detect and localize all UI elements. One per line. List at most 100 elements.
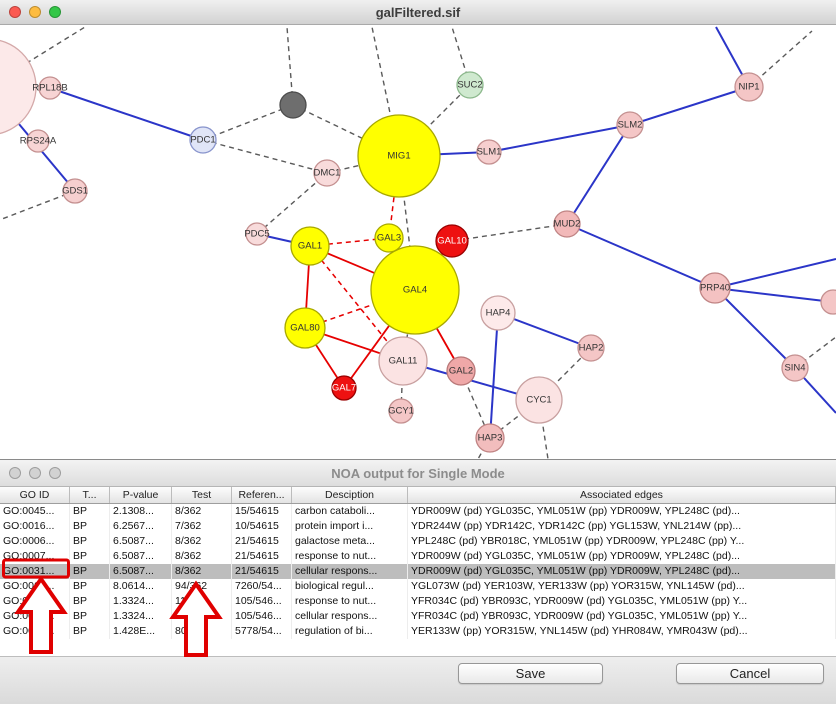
- network-edge[interactable]: [256, 172, 328, 235]
- noa-zoom-button[interactable]: [49, 467, 61, 479]
- column-header[interactable]: Associated edges: [408, 487, 836, 503]
- network-node-CYC1[interactable]: [515, 376, 563, 424]
- network-canvas[interactable]: RPL18BRPS24AGDS1PDC1DMC1MIG1SUC2SLM1SLM2…: [0, 25, 836, 461]
- table-cell: 7260/54...: [232, 579, 292, 594]
- network-node-SIN4[interactable]: [781, 354, 809, 382]
- node-label: PDC5: [244, 229, 269, 240]
- network-node-GAL80[interactable]: [284, 307, 326, 349]
- column-header[interactable]: GO ID: [0, 487, 70, 503]
- network-edge[interactable]: [566, 124, 631, 225]
- node-label: PRP40: [700, 283, 730, 294]
- network-node-GAL10[interactable]: [435, 224, 469, 258]
- network-node-bigleft[interactable]: [0, 39, 37, 135]
- column-header[interactable]: Referen...: [232, 487, 292, 503]
- network-node-PRP40[interactable]: [699, 272, 731, 304]
- network-node-darknode[interactable]: [279, 91, 307, 119]
- network-node-PDC1[interactable]: [189, 126, 217, 154]
- network-edge[interactable]: [714, 258, 836, 289]
- network-node-GCY1[interactable]: [388, 398, 414, 424]
- network-edge[interactable]: [714, 287, 834, 303]
- noa-close-button[interactable]: [9, 467, 21, 479]
- network-node-SLM2[interactable]: [616, 111, 644, 139]
- table-cell: BP: [70, 579, 110, 594]
- cancel-button[interactable]: Cancel: [676, 663, 824, 684]
- network-node-HAP3[interactable]: [475, 423, 505, 453]
- column-header[interactable]: Desciption: [292, 487, 408, 503]
- network-node-GAL4[interactable]: [370, 245, 460, 335]
- table-cell: response to nut...: [292, 549, 408, 564]
- network-edge[interactable]: [202, 104, 294, 141]
- network-node-NIP1[interactable]: [734, 72, 764, 102]
- network-node-GDS1[interactable]: [62, 178, 88, 204]
- network-node-GAL1[interactable]: [290, 226, 330, 266]
- network-node-PDC5[interactable]: [245, 222, 269, 246]
- network-edge[interactable]: [202, 139, 328, 174]
- network-node-SLM1[interactable]: [476, 139, 502, 165]
- network-edge[interactable]: [488, 124, 631, 153]
- network-node-SUC2[interactable]: [456, 71, 484, 99]
- noa-window-titlebar[interactable]: NOA output for Single Mode: [0, 460, 836, 487]
- network-node-msn[interactable]: [820, 289, 836, 315]
- network-edge[interactable]: [292, 104, 400, 157]
- node-label: NIP1: [738, 82, 759, 93]
- table-cell: YDR009W (pd) YGL035C, YML051W (pp) YDR00…: [408, 549, 836, 564]
- node-label: GCY1: [388, 406, 414, 417]
- minimize-button[interactable]: [29, 6, 41, 18]
- node-label: GAL10: [437, 236, 467, 247]
- network-node-GAL7[interactable]: [331, 375, 357, 401]
- network-node-GAL11[interactable]: [378, 336, 428, 386]
- node-label: GAL1: [298, 241, 322, 252]
- table-cell: biological regul...: [292, 579, 408, 594]
- table-cell: cellular respons...: [292, 609, 408, 624]
- network-node-MUD2[interactable]: [553, 210, 581, 238]
- network-window-titlebar[interactable]: galFiltered.sif: [0, 0, 836, 25]
- table-cell: 2.1308...: [110, 504, 172, 519]
- noa-minimize-button[interactable]: [29, 467, 41, 479]
- table-cell: YGL073W (pd) YER103W, YER133W (pp) YOR31…: [408, 579, 836, 594]
- network-node-HAP4[interactable]: [480, 295, 516, 331]
- network-node-GAL3[interactable]: [374, 223, 404, 253]
- network-node-MIG1[interactable]: [357, 114, 441, 198]
- node-label: GAL4: [403, 285, 427, 296]
- network-node-DMC1[interactable]: [313, 159, 341, 187]
- network-node-RPS24A[interactable]: [26, 129, 50, 153]
- network-edge[interactable]: [629, 86, 750, 126]
- network-edge[interactable]: [398, 84, 471, 157]
- table-cell: 7/362: [172, 519, 232, 534]
- network-edge[interactable]: [49, 87, 204, 141]
- network-edge[interactable]: [1, 190, 76, 220]
- column-header[interactable]: Test: [172, 487, 232, 503]
- column-header[interactable]: P-value: [110, 487, 172, 503]
- node-label: GAL3: [377, 233, 401, 244]
- table-cell: 1.3324...: [110, 609, 172, 624]
- save-button[interactable]: Save: [458, 663, 603, 684]
- table-cell: 6.2567...: [110, 519, 172, 534]
- table-cell: GO:0007...: [0, 549, 70, 564]
- network-edge[interactable]: [714, 287, 796, 369]
- table-cell: YFR034C (pd) YBR093C, YDR009W (pd) YGL03…: [408, 609, 836, 624]
- network-node-HAP2[interactable]: [577, 334, 605, 362]
- network-node-RPL18B[interactable]: [38, 76, 62, 100]
- network-edge[interactable]: [309, 245, 404, 362]
- network-edge[interactable]: [451, 223, 568, 242]
- table-cell: 1.428E...: [110, 624, 172, 639]
- table-cell: GO:0050...: [0, 624, 70, 639]
- zoom-button[interactable]: [49, 6, 61, 18]
- column-header[interactable]: T...: [70, 487, 110, 503]
- network-edge[interactable]: [566, 223, 716, 289]
- close-button[interactable]: [9, 6, 21, 18]
- network-edge[interactable]: [489, 312, 499, 439]
- network-node-GAL2[interactable]: [446, 356, 476, 386]
